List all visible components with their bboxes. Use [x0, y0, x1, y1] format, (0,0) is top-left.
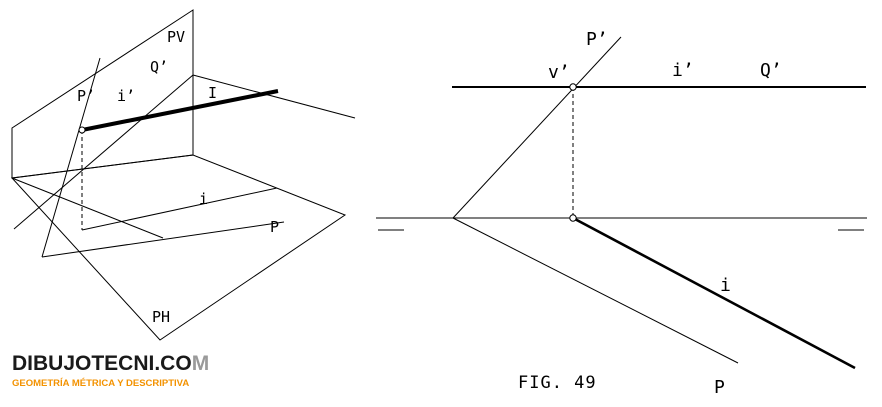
right-diagram-labels: P’ v’ i’ Q’ i P FIG. 49: [518, 29, 782, 398]
left-perspective-diagram: [10, 9, 356, 341]
label-i: i: [720, 275, 731, 296]
plane-p-horizontal-trace: [41, 221, 285, 258]
label-i: i: [199, 190, 208, 208]
trace-point-v: [78, 126, 86, 134]
logo-wordmark: DIBUJOTECNI.COM: [12, 352, 209, 375]
site-logo[interactable]: DIBUJOTECNI.COM GEOMETRÍA MÉTRICA Y DESC…: [12, 352, 209, 389]
label-pv: PV: [167, 28, 185, 46]
projection-i-line: [572, 216, 856, 370]
logo-subtitle: GEOMETRÍA MÉTRICA Y DESCRIPTIVA: [12, 378, 189, 389]
logo-wordmark-light: M: [192, 352, 210, 375]
plane-p-vertical-trace: [452, 36, 622, 219]
label-p: P: [714, 377, 725, 398]
plane-p-vertical-trace: [41, 57, 101, 258]
label-p: P: [270, 218, 279, 236]
label-i-prime: i’: [672, 60, 694, 81]
intersection-line-i: [81, 89, 279, 132]
projection-i-line: [81, 187, 278, 231]
label-p-prime: P’: [586, 29, 608, 50]
plane-p-horizontal-trace: [452, 217, 739, 364]
label-v-prime: v’: [548, 62, 570, 83]
label-q-prime: Q’: [760, 60, 782, 81]
label-p-prime: P’: [77, 87, 95, 105]
right-orthographic-diagram: [376, 36, 867, 370]
label-i-prime: i’: [117, 87, 135, 105]
logo-wordmark-dark: DIBUJOTECNI.CO: [12, 352, 192, 375]
label-q-prime: Q’: [150, 58, 168, 76]
ground-line-continuation: [11, 177, 164, 239]
label-i-line: I: [208, 84, 217, 102]
figure-caption: FIG. 49: [518, 373, 597, 393]
horizontal-plane-ph: [10, 154, 347, 341]
left-diagram-labels: PV Q’ P’ i’ I i P PH: [77, 28, 279, 326]
point-v: [569, 214, 577, 222]
point-v-prime: [569, 83, 577, 91]
plane-q-edge: [192, 74, 356, 119]
label-ph: PH: [152, 308, 170, 326]
plane-q-vertical-trace: [13, 74, 194, 230]
